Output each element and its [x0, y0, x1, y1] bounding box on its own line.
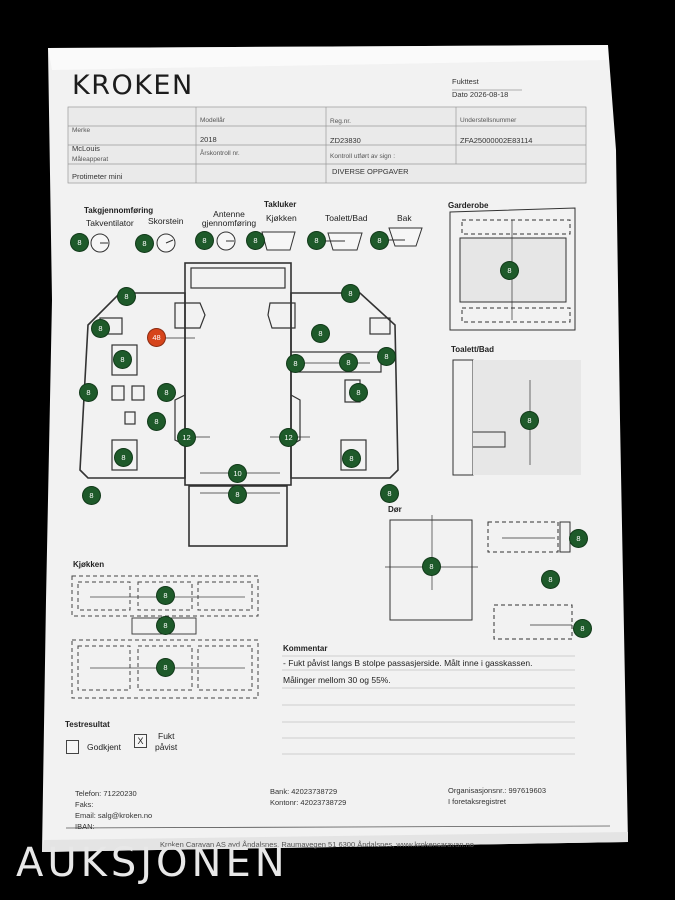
info-oppgaver-value: DIVERSE OPPGAVER — [332, 167, 409, 176]
garderobe-heading: Garderobe — [448, 201, 489, 210]
takgjennomforing-heading: Takgjennomføring — [84, 206, 154, 215]
reading-takluke-bak: 8 — [371, 232, 388, 249]
footer-iban: IBAN: — [75, 822, 95, 831]
godkjent-label: Godkjent — [87, 742, 122, 752]
reading-plan-left-5: 8 — [148, 413, 165, 430]
kroken-logo: KROKEN — [72, 70, 194, 101]
info-modellar-value: 2018 — [200, 135, 217, 144]
footer-bank: Bank: 42023738729 — [270, 787, 338, 796]
reading-plan-front: 8 — [229, 486, 246, 503]
reading-plan-right-3b: 8 — [340, 354, 357, 371]
fukt-label: Fukt — [158, 731, 175, 741]
reading-plan-right-top: 8 — [342, 285, 359, 302]
reading-plan-left-8: 8 — [83, 487, 100, 504]
reading-takventilator: 8 — [71, 234, 88, 251]
info-kontroll-label: Kontroll utført av sign : — [330, 153, 396, 160]
kommentar-heading: Kommentar — [283, 644, 328, 653]
reading-kjokken-2: 8 — [157, 617, 174, 634]
reading-plan-right-5: 12 — [280, 429, 297, 446]
reading-takluke-kjokken: 8 — [247, 232, 264, 249]
reading-dor-right-1: 8 — [570, 530, 587, 547]
kommentar-line-2: Målinger mellom 30 og 55%. — [283, 675, 391, 685]
info-maleapperat-label: Måleapperat — [72, 156, 109, 163]
auksjonen-watermark: AUKSJONEN — [16, 840, 289, 886]
reading-plan-left-7: 12 — [178, 429, 195, 446]
info-understell-label: Understellsnummer — [460, 117, 517, 124]
reading-plan-right-6: 8 — [343, 450, 360, 467]
footer-kontonr: Kontonr: 42023738729 — [270, 798, 347, 807]
doc-date: Dato 2026-08-18 — [452, 90, 509, 99]
reading-plan-right-3c: 8 — [378, 348, 395, 365]
dor-heading: Dør — [388, 505, 402, 514]
reading-plan-left-4a: 8 — [80, 384, 97, 401]
takventilator-label: Takventilator — [86, 218, 134, 228]
reading-plan-left-top: 8 — [118, 288, 135, 305]
reading-plan-right-7: 8 — [381, 485, 398, 502]
dor-drawing — [385, 515, 573, 640]
reading-plan-left-3: 8 — [114, 351, 131, 368]
reading-plan-right-3a: 8 — [287, 355, 304, 372]
kjokken-heading: Kjøkken — [73, 560, 105, 569]
reading-antenne: 8 — [196, 232, 213, 249]
pavist-label: påvist — [155, 742, 178, 752]
antenne-label: Antenne gjennomføring — [201, 209, 257, 229]
info-regnr-label: Reg.nr. — [330, 118, 351, 125]
info-regnr-value: ZD23830 — [330, 136, 361, 145]
footer-rule — [65, 825, 611, 829]
takluke-bak-label: Bak — [397, 213, 412, 223]
info-arskontroll-label: Årskontroll nr. — [200, 150, 240, 157]
reading-kjokken-1: 8 — [157, 587, 174, 604]
fukt-pavist-checkbox[interactable]: X — [134, 734, 147, 748]
reading-skorstein: 8 — [136, 235, 153, 252]
testresultat-heading: Testresultat — [65, 720, 110, 729]
skorstein-label: Skorstein — [148, 216, 184, 226]
info-table-lines — [67, 89, 587, 184]
footer-email: Email: salg@kroken.no — [75, 811, 153, 820]
footer-org: Organisasjonsnr.: 997619603 — [448, 786, 546, 795]
reading-dor-right-2: 8 — [542, 571, 559, 588]
info-merke-label: Merke — [72, 127, 91, 134]
info-understell-value: ZFA25000002E83114 — [460, 136, 533, 145]
reading-plan-left-4b: 8 — [158, 384, 175, 401]
reading-dor-right-3: 8 — [574, 620, 591, 637]
kommentar-lines — [282, 655, 575, 755]
reading-plan-right-4: 8 — [350, 384, 367, 401]
footer-faks: Faks: — [75, 800, 94, 809]
reading-kjokken-3: 8 — [157, 659, 174, 676]
footer-telefon: Telefon: 71220230 — [75, 789, 137, 798]
reading-garderobe: 8 — [501, 262, 518, 279]
footer-address: Kroken Caravan AS avd Åndalsnes, Raumave… — [160, 840, 474, 849]
reading-plan-red: 48 — [148, 329, 165, 346]
reading-toalett-bad: 8 — [521, 412, 538, 429]
takluker-heading: Takluker — [264, 200, 297, 209]
info-merke-value: McLouis — [72, 144, 100, 153]
roof-icons — [90, 227, 423, 253]
reading-takluke-toalett: 8 — [308, 232, 325, 249]
reading-plan-bottom: 10 — [229, 465, 246, 482]
kommentar-line-1: - Fukt påvist langs B stolpe passasjersi… — [283, 658, 533, 668]
toalett-bad-heading: Toalett/Bad — [451, 345, 494, 354]
footer-foretak: I foretaksregistret — [448, 797, 506, 806]
reading-plan-left-2: 8 — [92, 320, 109, 337]
godkjent-checkbox[interactable] — [66, 740, 79, 754]
reading-dor: 8 — [423, 558, 440, 575]
reading-plan-right-2: 8 — [312, 325, 329, 342]
takluke-toalett-label: Toalett/Bad — [325, 213, 368, 223]
takluke-kjokken-label: Kjøkken — [266, 213, 297, 223]
info-maleapperat-value: Protimeter mini — [72, 172, 123, 181]
doc-type: Fukttest — [452, 77, 479, 86]
info-modellar-label: Modellår — [200, 117, 225, 124]
reading-plan-left-6: 8 — [115, 449, 132, 466]
